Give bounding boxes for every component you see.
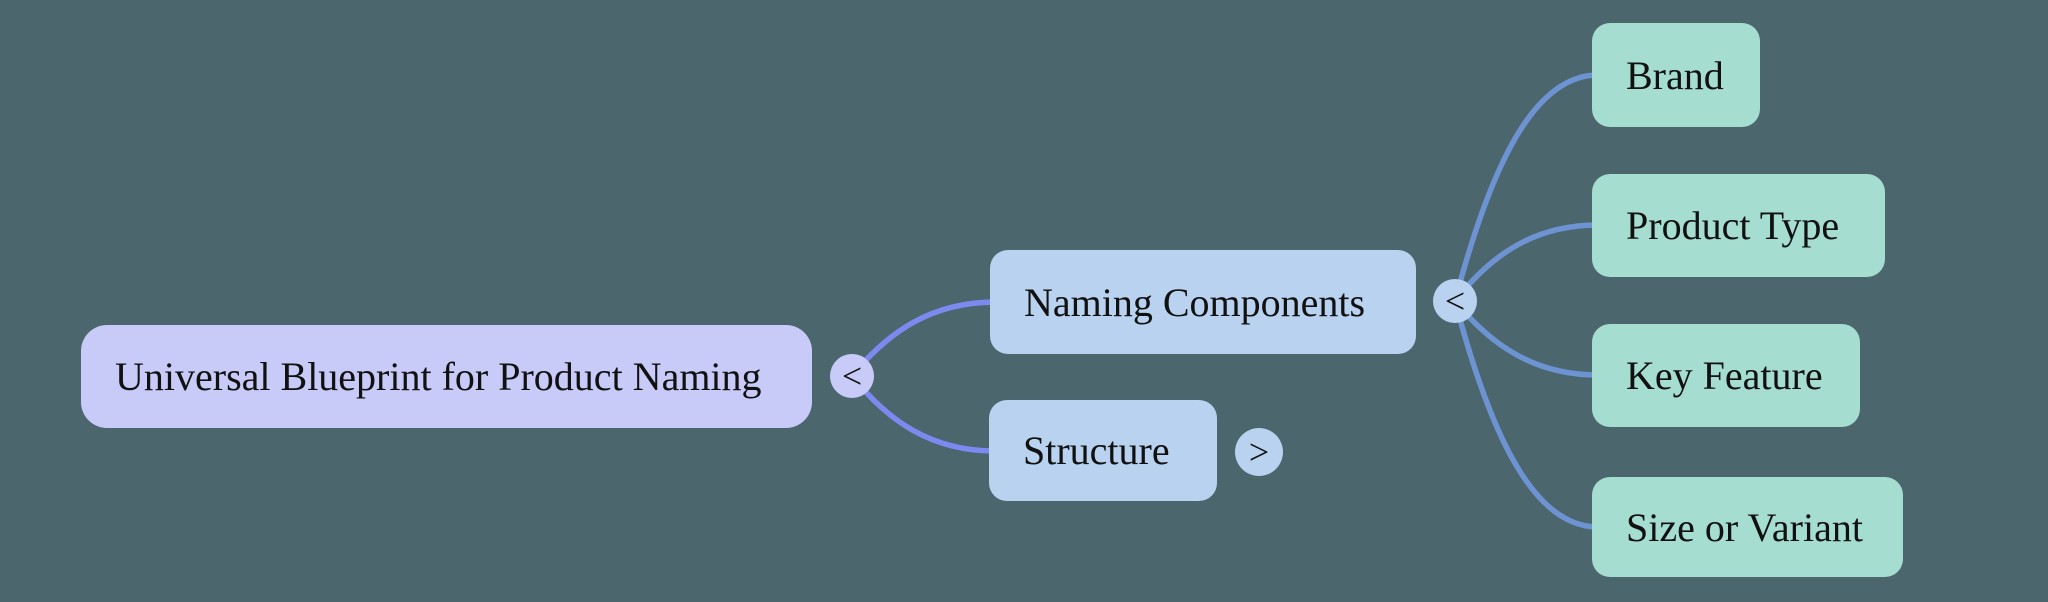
link-naming-components-to-brand (1452, 72, 1601, 304)
node-root[interactable]: Universal Blueprint for Product Naming (81, 325, 812, 428)
node-size-or-variant-label: Size or Variant (1626, 504, 1863, 550)
link-root-to-naming-components (849, 299, 999, 379)
node-brand-label: Brand (1626, 52, 1724, 98)
node-naming-components[interactable]: Naming Components (990, 250, 1416, 354)
collapse-toggle-root-icon[interactable]: < (830, 354, 874, 398)
node-root-label: Universal Blueprint for Product Naming (115, 354, 762, 399)
link-naming-components-to-size-or-variant (1452, 298, 1601, 530)
link-root-to-structure (849, 373, 998, 454)
link-naming-components-to-key-feature (1452, 298, 1601, 378)
node-structure-label: Structure (1023, 428, 1170, 473)
node-brand[interactable]: Brand (1592, 23, 1760, 127)
node-size-or-variant[interactable]: Size or Variant (1592, 477, 1903, 577)
node-product-type-label: Product Type (1626, 203, 1840, 248)
expand-toggle-structure-icon[interactable]: > (1235, 428, 1283, 476)
node-structure[interactable]: Structure (989, 400, 1217, 501)
node-key-feature-label: Key Feature (1626, 353, 1823, 398)
node-naming-components-label: Naming Components (1024, 279, 1366, 325)
collapse-toggle-naming-components-icon[interactable]: < (1433, 279, 1477, 323)
node-key-feature[interactable]: Key Feature (1592, 324, 1860, 427)
node-product-type[interactable]: Product Type (1592, 174, 1885, 277)
